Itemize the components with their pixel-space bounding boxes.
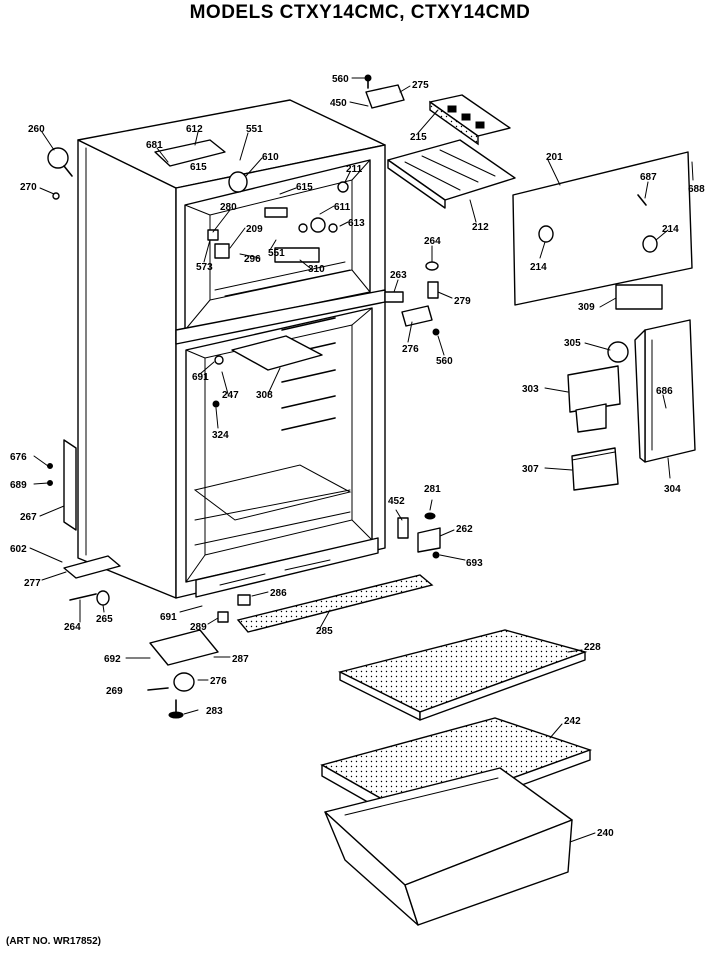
label-296: 296 [244, 254, 261, 265]
label-275: 275 [412, 80, 429, 91]
label-676: 676 [10, 452, 27, 463]
label-551-top: 551 [246, 124, 263, 135]
label-281: 281 [424, 484, 441, 495]
label-573: 573 [196, 262, 213, 273]
label-307: 307 [522, 464, 539, 475]
label-264-bottom: 264 [64, 622, 81, 633]
label-560: 560 [332, 74, 349, 85]
glass-shelf [338, 629, 588, 721]
label-309: 309 [578, 302, 595, 313]
label-560-lower: 560 [436, 356, 453, 367]
ice-tray [429, 94, 511, 146]
label-277: 277 [24, 578, 41, 589]
part-labels: 560 275 450 215 201 687 688 214 214 212 … [10, 74, 705, 839]
label-452: 452 [388, 496, 405, 507]
label-304: 304 [664, 484, 681, 495]
bottom-parts [147, 574, 434, 719]
label-688: 688 [688, 184, 705, 195]
label-324: 324 [212, 430, 229, 441]
label-270: 270 [20, 182, 37, 193]
label-693: 693 [466, 558, 483, 569]
label-612: 612 [186, 124, 203, 135]
art-number: (ART NO. WR17852) [6, 936, 102, 947]
label-280: 280 [220, 202, 237, 213]
label-310: 310 [308, 264, 325, 275]
label-267: 267 [20, 512, 37, 523]
leader-lines [29, 77, 694, 843]
label-450: 450 [330, 98, 347, 109]
label-289: 289 [190, 622, 207, 633]
label-691-top: 691 [192, 372, 209, 383]
label-242: 242 [564, 716, 581, 727]
label-209: 209 [246, 224, 263, 235]
label-201: 201 [546, 152, 563, 163]
label-692: 692 [104, 654, 121, 665]
label-265: 265 [96, 614, 113, 625]
label-551-bottom: 551 [268, 248, 285, 259]
fresh-food-small-parts [154, 139, 349, 408]
label-264-top: 264 [424, 236, 441, 247]
label-615-right: 615 [296, 182, 313, 193]
label-687: 687 [640, 172, 657, 183]
label-287: 287 [232, 654, 249, 665]
label-602: 602 [10, 544, 27, 555]
label-247: 247 [222, 390, 239, 401]
label-212: 212 [472, 222, 489, 233]
label-214-right: 214 [662, 224, 679, 235]
label-214-left: 214 [530, 262, 547, 273]
left-side-parts [47, 147, 121, 606]
label-263-top: 263 [390, 270, 407, 281]
label-610: 610 [262, 152, 279, 163]
label-689: 689 [10, 480, 27, 491]
label-269: 269 [106, 686, 123, 697]
label-276-top: 276 [402, 344, 419, 355]
refrigerator-cabinet [77, 99, 386, 599]
label-262: 262 [456, 524, 473, 535]
center-right-parts [384, 261, 441, 559]
label-613: 613 [348, 218, 365, 229]
label-211: 211 [346, 164, 363, 175]
freezer-evaporator-cover [387, 139, 516, 209]
label-681: 681 [146, 140, 163, 151]
label-276-bottom: 276 [210, 676, 227, 687]
label-279: 279 [454, 296, 471, 307]
label-308: 308 [256, 390, 273, 401]
label-240: 240 [597, 828, 614, 839]
label-285: 285 [316, 626, 333, 637]
label-215: 215 [410, 132, 427, 143]
label-283: 283 [206, 706, 223, 717]
label-611: 611 [334, 202, 351, 213]
top-hinge [364, 74, 405, 109]
diagram-title: MODELS CTXY14CMC, CTXY14CMD [189, 2, 531, 23]
label-260: 260 [28, 124, 45, 135]
label-691-bottom: 691 [160, 612, 177, 623]
label-615-left: 615 [190, 162, 207, 173]
crisper-drawer [324, 767, 573, 926]
label-303: 303 [522, 384, 539, 395]
machine-compartment-parts [567, 319, 696, 491]
label-228: 228 [584, 642, 601, 653]
rear-panel [512, 151, 693, 310]
label-305: 305 [564, 338, 581, 349]
label-686: 686 [656, 386, 673, 397]
label-286: 286 [270, 588, 287, 599]
